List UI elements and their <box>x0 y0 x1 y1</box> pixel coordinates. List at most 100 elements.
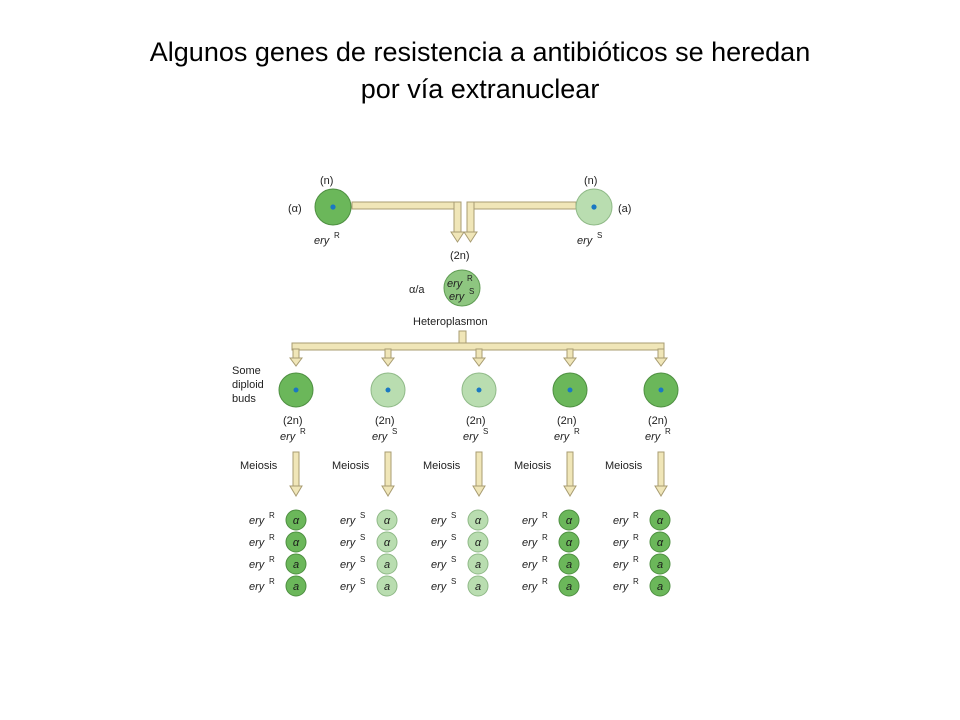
parent-left-mating-type: (α) <box>288 203 302 215</box>
spore-allele: ery <box>340 559 357 571</box>
slide-title: Algunos genes de resistencia a antibióti… <box>0 34 960 108</box>
spore-allele: ery <box>431 581 448 593</box>
zygote-allele-2: ery <box>449 291 466 303</box>
spore-mating-type: α <box>384 537 391 549</box>
parent-right-allele-sup: S <box>597 231 602 240</box>
spore-mating-type: a <box>475 581 481 593</box>
meiosis-label: Meiosis <box>605 460 643 472</box>
parent-left-nucleus <box>330 204 336 210</box>
spore-allele: ery <box>249 559 266 571</box>
spore-cell <box>649 531 671 553</box>
bud-nucleus <box>658 387 664 393</box>
spore-allele-sup: S <box>451 555 456 564</box>
spore-allele-sup: R <box>633 533 639 542</box>
spore-allele: ery <box>522 537 539 549</box>
buds-label: Some diploid buds <box>232 365 264 405</box>
spore-cell <box>285 531 307 553</box>
spore-allele: ery <box>522 515 539 527</box>
spore-mating-type: a <box>566 559 572 571</box>
spore-allele: ery <box>522 581 539 593</box>
left-fusion-band <box>351 201 459 210</box>
spore-cell <box>558 531 580 553</box>
meiosis-arrow-shaft <box>566 451 574 487</box>
bud-allele: ery <box>372 431 389 443</box>
bud-allele-sup: R <box>665 427 671 436</box>
spore-mating-type: α <box>293 515 300 527</box>
spore-allele: ery <box>249 515 266 527</box>
meiosis-label: Meiosis <box>423 460 461 472</box>
meiosis-arrow-shaft <box>292 451 300 487</box>
buds-label-line-3: buds <box>232 393 256 405</box>
spore-cell <box>649 575 671 597</box>
spore-mating-type: α <box>566 515 573 527</box>
spore-cell <box>285 575 307 597</box>
spore-cell <box>649 553 671 575</box>
bud-arrow-head <box>381 357 395 367</box>
spore-allele-sup: R <box>633 577 639 586</box>
bud-arrow-shaft <box>292 348 300 359</box>
bud-arrow-shaft <box>384 348 392 359</box>
bud-ploidy: (2n) <box>283 415 303 427</box>
bud-nucleus <box>385 387 391 393</box>
spore-mating-type: a <box>657 581 663 593</box>
spore-cell <box>467 553 489 575</box>
title-line-1: Algunos genes de resistencia a antibióti… <box>149 37 811 67</box>
spore-allele-sup: R <box>633 555 639 564</box>
bud-distribution-connector <box>291 330 665 351</box>
meiosis-arrow-head <box>289 485 303 497</box>
bud-ploidy: (2n) <box>648 415 668 427</box>
bud-allele-sup: S <box>483 427 488 436</box>
spore-allele: ery <box>613 537 630 549</box>
spore-allele-sup: R <box>542 533 548 542</box>
left-fusion-down <box>453 201 462 233</box>
spore-allele-sup: R <box>269 511 275 520</box>
meiosis-arrow-head <box>472 485 486 497</box>
parent-right-ploidy: (n) <box>584 175 597 187</box>
spore-allele: ery <box>249 537 266 549</box>
spore-allele: ery <box>340 537 357 549</box>
spore-mating-type: a <box>384 581 390 593</box>
parent-left-allele: ery <box>314 235 331 247</box>
spore-cell <box>467 575 489 597</box>
parent-right-nucleus <box>591 204 597 210</box>
bud-arrow-head <box>289 357 303 367</box>
spore-allele-sup: R <box>269 555 275 564</box>
parent-right: (n) (a) ery S <box>575 175 631 247</box>
zygote: (2n) α/a ery R ery S Heteroplasmon <box>409 250 488 328</box>
spore-allele-sup: S <box>360 533 365 542</box>
meiosis-label: Meiosis <box>332 460 370 472</box>
bud-ploidy: (2n) <box>466 415 486 427</box>
heteroplasmon-label: Heteroplasmon <box>413 316 488 328</box>
spore-allele-sup: S <box>451 511 456 520</box>
spore-mating-type: a <box>657 559 663 571</box>
fusion-connectors <box>351 201 577 243</box>
zygote-allele-1: ery <box>447 278 464 290</box>
spore-mating-type: α <box>657 537 664 549</box>
spore-cell <box>285 509 307 531</box>
spore-cell <box>467 531 489 553</box>
spore-mating-type: α <box>384 515 391 527</box>
parent-left-allele-sup: R <box>334 231 340 240</box>
bud-arrow-head <box>472 357 486 367</box>
spore-allele-sup: S <box>360 555 365 564</box>
spore-mating-type: a <box>566 581 572 593</box>
parent-right-mating-type: (a) <box>618 203 631 215</box>
spore-cell <box>285 553 307 575</box>
spore-mating-type: a <box>475 559 481 571</box>
spore-mating-type: α <box>566 537 573 549</box>
spore-allele: ery <box>340 515 357 527</box>
spore-cell <box>376 509 398 531</box>
spore-allele: ery <box>249 581 266 593</box>
zygote-allele-2-sup: S <box>469 287 474 296</box>
bud-ploidy: (2n) <box>375 415 395 427</box>
